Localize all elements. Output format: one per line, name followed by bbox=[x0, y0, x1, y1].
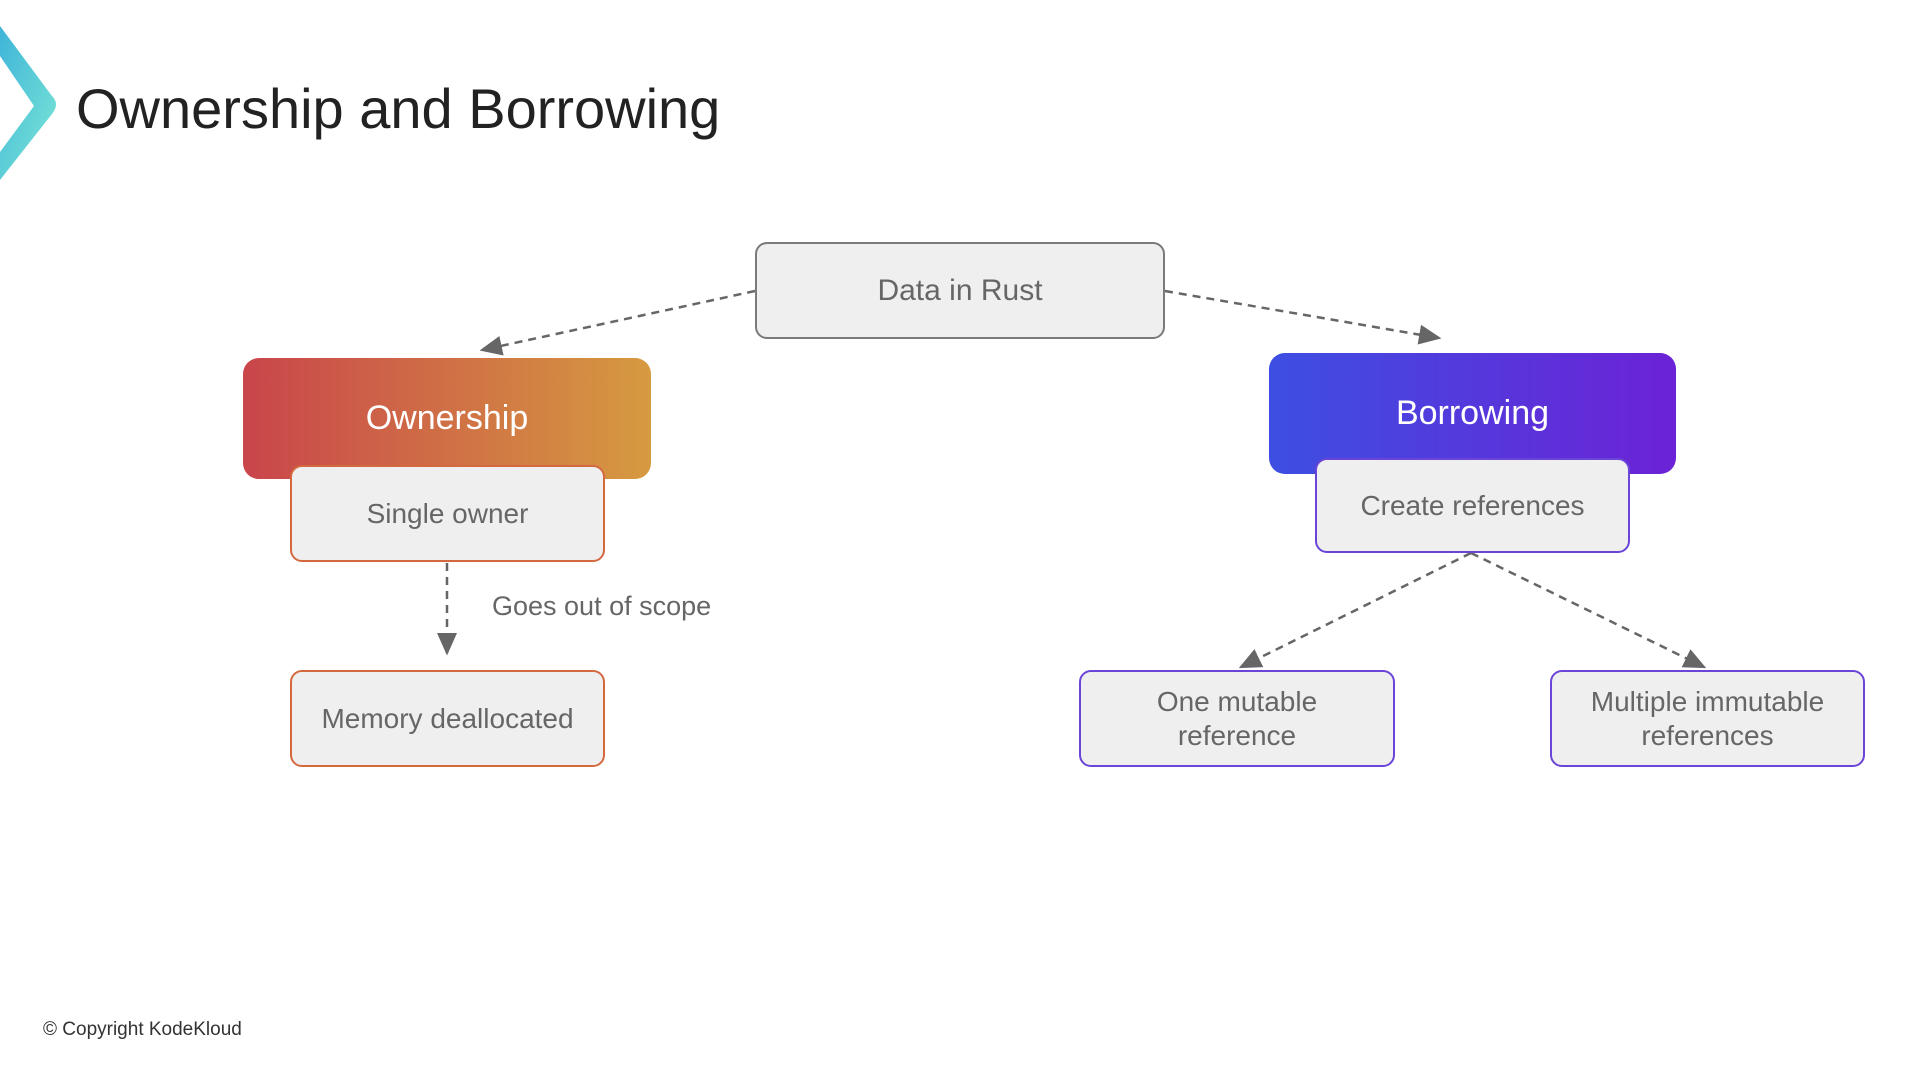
node-data-in-rust: Data in Rust bbox=[755, 242, 1165, 339]
node-label: Data in Rust bbox=[877, 273, 1043, 307]
kodekloud-logo-chevron-icon bbox=[0, 26, 56, 180]
edge-label-out-of-scope: Goes out of scope bbox=[492, 591, 712, 621]
arrow-references-to-mutable bbox=[1238, 551, 1472, 669]
node-label: Ownership bbox=[365, 399, 529, 437]
node-label: Borrowing bbox=[1395, 394, 1550, 432]
arrow-references-to-immutable bbox=[1470, 551, 1707, 669]
node-create-references: Create references bbox=[1315, 458, 1630, 553]
node-multiple-immutable-references: Multiple immutable references bbox=[1550, 670, 1865, 767]
node-borrowing: Borrowing bbox=[1269, 353, 1676, 474]
node-label: Create references bbox=[1360, 489, 1585, 521]
node-label: Multiple immutable references bbox=[1590, 685, 1825, 751]
node-memory-deallocated: Memory deallocated bbox=[290, 670, 605, 767]
arrow-root-to-borrowing bbox=[1164, 289, 1442, 345]
node-label: One mutable reference bbox=[1156, 685, 1318, 751]
copyright-footer: © Copyright KodeKloud bbox=[43, 1019, 242, 1040]
arrow-root-to-ownership bbox=[479, 289, 756, 356]
node-ownership: Ownership bbox=[243, 358, 651, 479]
node-single-owner: Single owner bbox=[290, 465, 605, 562]
node-label: Single owner bbox=[366, 497, 529, 529]
node-label: Memory deallocated bbox=[321, 702, 574, 734]
node-one-mutable-reference: One mutable reference bbox=[1079, 670, 1395, 767]
page-title: Ownership and Borrowing bbox=[76, 77, 721, 140]
